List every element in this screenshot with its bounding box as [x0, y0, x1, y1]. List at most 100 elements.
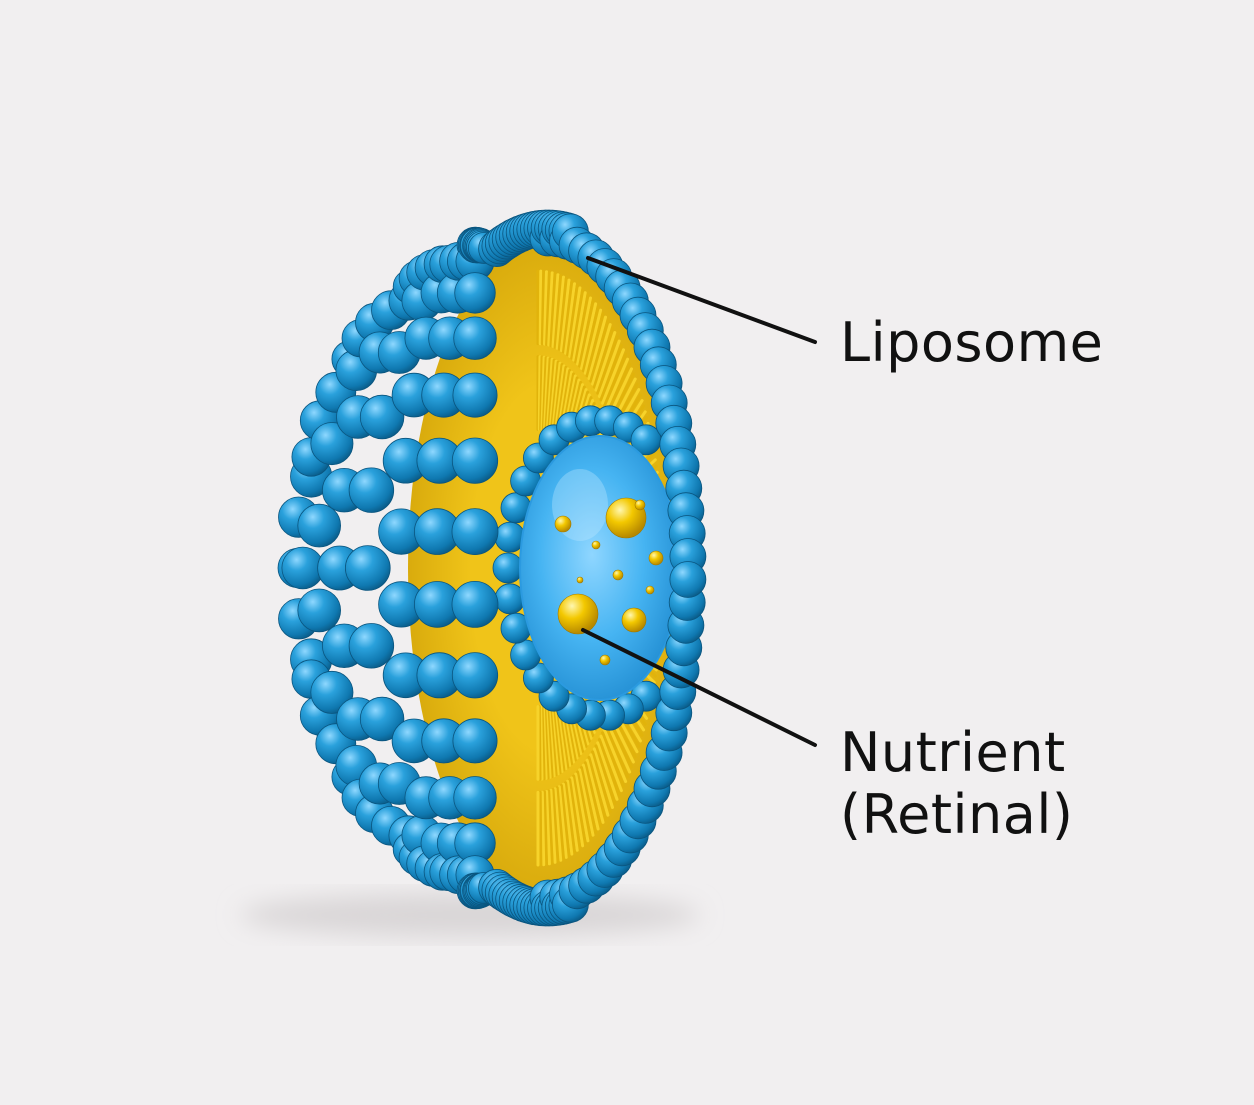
lipid-tail	[587, 315, 607, 380]
lipid-tail	[604, 357, 630, 412]
lipid-tail	[559, 278, 571, 352]
lipid-tail	[589, 319, 610, 383]
nutrient-label-line1: Nutrient	[840, 721, 1066, 784]
outer-head-spheres	[277, 209, 707, 927]
outer-head-sphere	[297, 503, 342, 548]
outer-head-sphere	[310, 422, 354, 466]
lipid-tail	[596, 741, 619, 801]
outer-head-sphere	[348, 623, 395, 669]
outer-head-sphere	[451, 652, 499, 699]
outer-head-sphere	[344, 545, 391, 591]
outer-head-sphere	[451, 581, 499, 628]
outer-head-sphere	[297, 588, 342, 633]
nutrient-label-line2: (Retinal)	[840, 783, 1074, 846]
inner-head-ring	[492, 405, 662, 731]
lipid-tail	[599, 343, 623, 402]
lipid-tail	[570, 776, 585, 848]
lipid-tail	[591, 750, 612, 813]
lipid-tail	[574, 293, 590, 364]
retinal-particle	[621, 607, 647, 633]
inner-head-sphere	[492, 552, 524, 584]
lipid-tail	[547, 271, 554, 347]
lipid-tail	[585, 758, 605, 824]
lipid-tail	[583, 761, 603, 828]
lipid-tail	[601, 348, 625, 405]
lipid-tail	[594, 331, 617, 392]
lipid-tail	[551, 361, 562, 436]
lipid-tail	[597, 738, 621, 797]
outer-head-sphere	[452, 718, 498, 764]
lipid-tail	[544, 357, 552, 433]
lipid-tail	[591, 323, 612, 386]
lipid-tail	[604, 724, 630, 779]
lipid-tail	[553, 787, 563, 862]
outer-head-sphere	[451, 508, 499, 555]
lipid-tail	[589, 753, 610, 817]
lipid-tail	[553, 274, 563, 349]
lipid-tail	[545, 703, 554, 779]
lipid-tail	[562, 782, 574, 856]
lipid-tail	[576, 296, 592, 366]
lipid-tail	[594, 744, 617, 805]
lipid-tail	[562, 280, 574, 354]
lipid-tail	[601, 731, 625, 788]
lipid-tail	[564, 781, 576, 854]
lipid-tail	[568, 778, 582, 850]
lipid-tail	[578, 299, 595, 368]
liposome-label: Liposome	[840, 311, 1104, 374]
lipid-tail	[580, 766, 598, 834]
nutrient-label: Nutrient (Retinal)	[840, 722, 1073, 846]
lipid-tail	[587, 756, 607, 821]
outer-head-sphere	[453, 776, 497, 820]
lipid-tail	[538, 269, 543, 346]
lipid-tail	[552, 700, 564, 773]
lipid-tail	[557, 785, 568, 859]
retinal-particle	[599, 654, 611, 666]
lipid-tail	[580, 302, 598, 370]
lipid-tail	[583, 308, 603, 375]
lipid-tail	[585, 312, 605, 378]
lipid-tail	[553, 364, 566, 437]
lipid-tail	[592, 747, 614, 809]
lipid-tail	[566, 284, 579, 357]
outer-head-sphere	[452, 372, 498, 418]
outer-head-sphere	[359, 394, 405, 440]
liposome-leader-line	[586, 256, 817, 344]
lipid-tail	[581, 763, 600, 831]
lipid-tail	[596, 335, 619, 395]
lipid-tail	[543, 270, 548, 346]
lipid-tail	[574, 772, 590, 843]
lipid-tail	[551, 273, 560, 348]
lipid-tail	[599, 734, 623, 793]
lipid-tail	[559, 784, 571, 858]
lipid-tail	[537, 355, 542, 431]
retinal-particle	[591, 540, 601, 550]
retinal-particle	[612, 569, 624, 581]
lipid-tail	[602, 353, 628, 409]
lipid-tail	[578, 768, 595, 837]
lipid-tail	[555, 275, 565, 350]
lipid-tail	[572, 774, 587, 845]
outer-head-sphere	[359, 696, 405, 742]
lipid-tail	[557, 277, 568, 351]
outer-head-sphere	[310, 670, 354, 714]
lipid-tail	[555, 786, 565, 861]
outer-head-sphere	[454, 272, 496, 314]
retinal-particle	[648, 550, 664, 566]
retinal-particle	[554, 515, 572, 533]
lipid-tail	[540, 269, 546, 346]
lipid-tail	[545, 790, 551, 866]
lipid-tail	[549, 788, 557, 864]
lipid-tail	[568, 286, 582, 358]
lipid-tail	[538, 790, 543, 867]
lipid-tail	[570, 288, 585, 360]
lipid-tail	[543, 790, 548, 866]
lipid-tail	[592, 327, 614, 389]
lipid-tail	[602, 727, 628, 783]
outer-head-sphere	[669, 561, 707, 598]
retinal-particle	[645, 585, 655, 595]
lipid-tail	[551, 788, 560, 863]
retinal-particle	[576, 576, 584, 584]
